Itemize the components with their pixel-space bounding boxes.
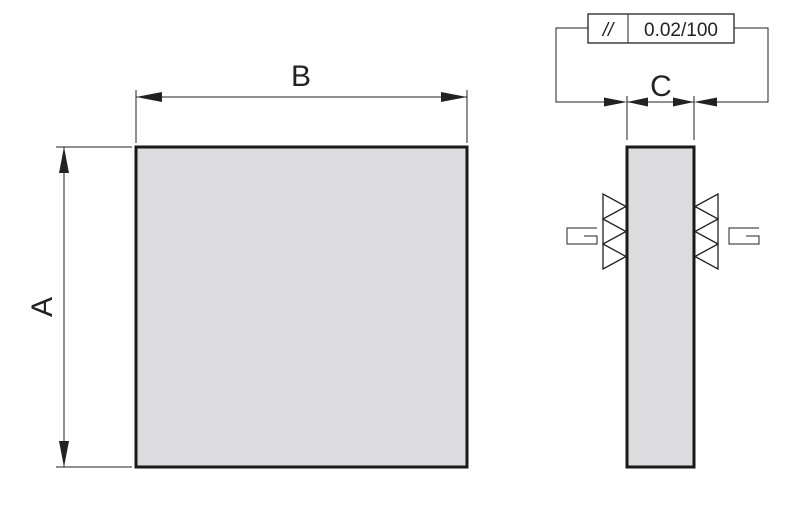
front-view-plate	[134, 145, 469, 469]
side-view-plate	[625, 145, 696, 469]
grind-symbol-left	[566, 192, 628, 271]
dim-c-label: C	[650, 70, 672, 103]
parallelism-symbol: //	[601, 20, 615, 41]
dimension-b: B	[135, 60, 468, 143]
feature-control-frame: // 0.02/100	[587, 13, 735, 44]
parallelism-leaders	[555, 27, 769, 107]
tolerance-value: 0.02/100	[644, 20, 718, 41]
dim-b-label: B	[291, 60, 311, 93]
dimension-a: A	[26, 146, 132, 468]
dim-a-label: A	[26, 297, 59, 317]
grind-symbol-right	[693, 192, 760, 271]
dimension-c: C	[626, 70, 695, 140]
